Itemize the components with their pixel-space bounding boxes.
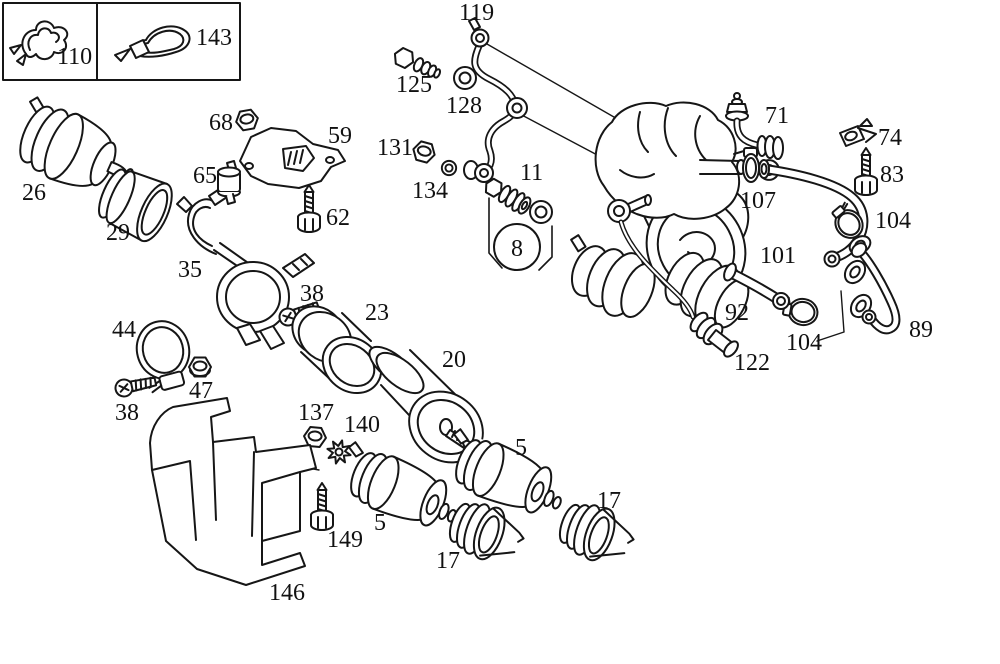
screw-83	[854, 147, 878, 196]
fuel-pipe-119	[463, 17, 528, 183]
label-11: 11	[520, 160, 543, 186]
seal-ring-134	[440, 159, 458, 177]
label-131: 131	[377, 135, 413, 161]
label-107: 107	[740, 188, 776, 214]
label-110: 110	[57, 44, 92, 70]
label-104b: 104	[786, 330, 822, 356]
label-92: 92	[725, 300, 749, 326]
label-59: 59	[328, 123, 352, 149]
label-65: 65	[193, 163, 217, 189]
screw-149	[310, 482, 334, 531]
pump-cocoon-left	[570, 234, 656, 318]
group-bracket-8	[488, 197, 553, 271]
label-38b: 38	[300, 281, 324, 307]
label-89: 89	[909, 317, 933, 343]
label-62: 62	[326, 205, 350, 231]
cable-tie-icon	[114, 25, 191, 62]
bracket-plate-59	[239, 127, 346, 189]
label-140: 140	[344, 412, 380, 438]
clamp-bracket-35	[176, 187, 315, 350]
cover-bracket-146	[149, 397, 317, 586]
nut-68	[233, 107, 261, 133]
label-134: 134	[412, 178, 448, 204]
label-128: 128	[446, 93, 482, 119]
callout-labels: 110 143 26 29 35 68 65 59 62 125 128 119…	[22, 0, 933, 606]
nut-137	[302, 425, 328, 449]
label-20: 20	[442, 347, 466, 373]
leader-lines	[254, 43, 845, 471]
screw-38a	[112, 372, 159, 400]
label-122: 122	[734, 350, 770, 376]
label-23: 23	[365, 300, 389, 326]
clamp-bracket-74	[839, 118, 877, 147]
legend-box-group	[2, 2, 241, 81]
label-44: 44	[112, 317, 136, 343]
label-143: 143	[196, 25, 232, 51]
callout-circle-8	[493, 223, 541, 271]
label-26: 26	[22, 180, 46, 206]
screw-62	[297, 184, 321, 233]
label-101: 101	[760, 243, 796, 269]
label-71: 71	[765, 103, 789, 129]
nut-131	[409, 138, 439, 166]
damper-65	[217, 160, 241, 205]
grommet-1	[843, 259, 867, 285]
fitting-11	[484, 177, 532, 215]
label-29: 29	[106, 220, 130, 246]
rubber-sleeve-23	[291, 305, 383, 395]
hose-clamp-107	[733, 147, 760, 183]
hose-92	[723, 262, 790, 310]
label-149: 149	[327, 527, 363, 553]
sender-pipe-122	[607, 194, 739, 358]
label-125: 125	[396, 72, 432, 98]
label-83: 83	[880, 162, 904, 188]
label-68: 68	[209, 110, 233, 136]
label-146: 146	[269, 580, 305, 606]
fuel-hose-101	[758, 159, 869, 268]
legend-box-143	[96, 2, 241, 81]
label-137: 137	[298, 400, 334, 426]
banjo-bolt-125	[393, 47, 442, 80]
retaining-clip-icon	[9, 20, 69, 66]
label-17b: 17	[597, 488, 621, 514]
label-5a: 5	[374, 510, 386, 536]
label-17a: 17	[436, 548, 460, 574]
rubber-sleeve-29	[98, 168, 173, 243]
label-8: 8	[511, 236, 523, 262]
label-35: 35	[178, 257, 202, 283]
label-47: 47	[189, 378, 213, 404]
label-38a: 38	[115, 400, 139, 426]
label-104a: 104	[875, 208, 911, 234]
label-119: 119	[459, 0, 494, 26]
filter-boot	[594, 101, 741, 220]
seal-ring-128	[453, 66, 477, 90]
banjo-elbow-71	[725, 92, 784, 160]
nut-47	[188, 356, 212, 378]
label-74: 74	[878, 125, 902, 151]
star-washer-140	[323, 436, 355, 468]
fuel-pipe-89	[843, 242, 901, 335]
label-5b: 5	[515, 435, 527, 461]
seal-ring-for-11	[529, 200, 553, 224]
